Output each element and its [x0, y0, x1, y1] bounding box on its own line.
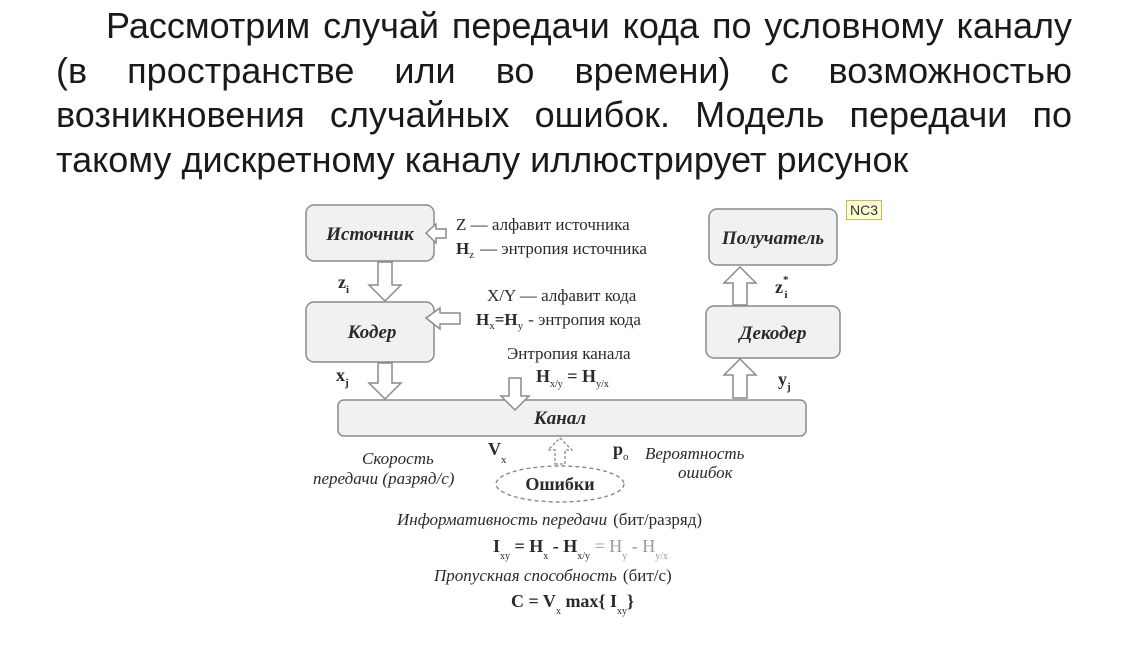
channel-box-label: Канал [533, 408, 586, 429]
label-zstar: z*i [775, 274, 789, 301]
coder-box [305, 301, 435, 363]
capacity-formula: C = Vx max{ Ixy} [511, 591, 634, 617]
source-annotation-arrow [424, 222, 447, 245]
informativeness-title: Информативность передачи(бит/разряд) [396, 510, 702, 529]
label-vx: Vx [488, 439, 507, 466]
arrow-entropy-to-channel [499, 377, 531, 412]
decoder-box [705, 305, 841, 359]
coder-annotation-arrow [424, 306, 461, 331]
channel-entropy-formula: Hx/y = Hy/x [536, 366, 609, 390]
coder-box-label: Кодер [347, 322, 397, 343]
code-entropy-text: Hx=Hy- энтропия кода [476, 310, 641, 332]
label-po: po [613, 439, 629, 463]
receiver-box [708, 208, 838, 266]
decoder-box-label: Декодер [738, 323, 807, 344]
receiver-box-label: Получатель [721, 228, 824, 249]
arrow-errors-to-channel [546, 437, 574, 465]
speed-label-line1: Скорость [362, 449, 434, 468]
arrow-channel-to-decoder [722, 357, 758, 399]
errors-ellipse [495, 465, 625, 503]
speed-label-line2: передачи (разряд/с) [313, 469, 455, 488]
intro-paragraph: Рассмотрим случай передачи кода по услов… [56, 5, 1072, 180]
channel-box [337, 399, 807, 437]
code-alphabet-text: X/Y — алфавит кода [487, 286, 637, 305]
probability-label-line2: ошибок [678, 463, 734, 482]
arrow-source-to-coder [367, 261, 403, 303]
source-alphabet-text: Z — алфавит источника [456, 215, 630, 234]
label-yj: yj [778, 369, 791, 393]
arrow-coder-to-channel [367, 362, 403, 401]
errors-label: Ошибки [525, 474, 594, 494]
capacity-title: Пропускная способность(бит/с) [433, 566, 672, 585]
source-entropy-text: Hz— энтропия источника [456, 239, 647, 261]
informativeness-formula: Ixy = Hx - Hx/y = Hy - Hy/x [493, 536, 668, 562]
probability-label-line1: Вероятность [645, 444, 745, 463]
label-xj: xj [336, 365, 349, 389]
channel-entropy-title: Энтропия канала [507, 344, 631, 363]
comment-tag[interactable]: NC3 [846, 200, 883, 220]
arrow-decoder-to-receiver [722, 265, 758, 306]
label-zi: zi [338, 272, 349, 296]
source-box-label: Источник [325, 224, 415, 245]
